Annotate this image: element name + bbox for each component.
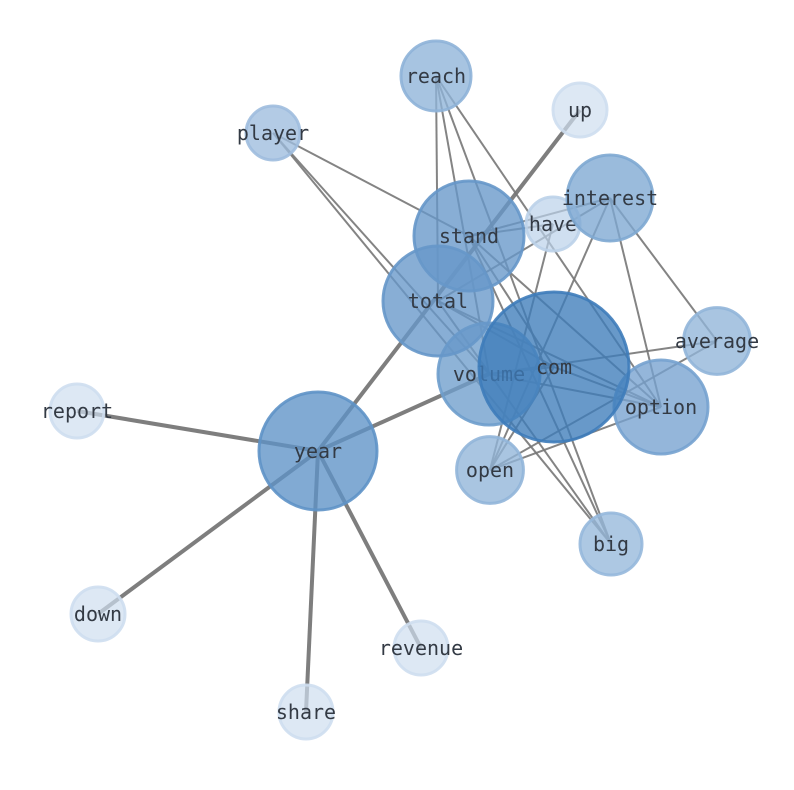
node-have[interactable]: have [524, 195, 582, 253]
node-label-up: up [568, 98, 592, 122]
node-label-player: player [237, 121, 309, 145]
node-circle-big[interactable] [578, 511, 644, 577]
node-label-average: average [675, 329, 759, 353]
node-label-option: option [625, 395, 697, 419]
node-label-reach: reach [406, 64, 466, 88]
node-label-year: year [294, 439, 342, 463]
node-circle-year[interactable] [257, 390, 379, 512]
node-reach[interactable]: reach [399, 39, 473, 113]
node-label-interest: interest [562, 186, 658, 210]
node-label-share: share [276, 700, 336, 724]
node-up[interactable]: up [551, 81, 609, 139]
node-label-report: report [41, 399, 113, 423]
node-down[interactable]: down [69, 585, 127, 643]
node-interest[interactable]: interest [562, 153, 658, 243]
node-com[interactable]: com [477, 290, 631, 444]
node-circle-open[interactable] [455, 435, 525, 505]
node-total[interactable]: total [381, 244, 495, 358]
node-label-stand: stand [439, 224, 499, 248]
node-label-down: down [74, 602, 122, 626]
node-share[interactable]: share [276, 683, 336, 741]
node-open[interactable]: open [455, 435, 525, 505]
node-circle-com[interactable] [477, 290, 631, 444]
node-circle-player[interactable] [244, 104, 302, 162]
node-layer: up report down revenue share have player big ave… [41, 39, 759, 741]
node-circle-total[interactable] [381, 244, 495, 358]
node-average[interactable]: average [675, 306, 759, 376]
node-label-revenue: revenue [379, 636, 463, 660]
node-circle-interest[interactable] [565, 153, 655, 243]
node-circle-up[interactable] [551, 81, 609, 139]
node-circle-down[interactable] [69, 585, 127, 643]
node-year[interactable]: year [257, 390, 379, 512]
node-label-big: big [593, 532, 629, 556]
node-revenue[interactable]: revenue [379, 619, 463, 677]
node-label-total: total [408, 289, 468, 313]
node-report[interactable]: report [41, 382, 113, 440]
node-label-have: have [529, 212, 577, 236]
node-player[interactable]: player [237, 104, 309, 162]
node-circle-revenue[interactable] [392, 619, 450, 677]
node-circle-report[interactable] [48, 382, 106, 440]
node-big[interactable]: big [578, 511, 644, 577]
node-label-open: open [466, 458, 514, 482]
node-circle-average[interactable] [682, 306, 752, 376]
node-circle-share[interactable] [277, 683, 335, 741]
node-label-com: com [536, 355, 572, 379]
node-circle-reach[interactable] [399, 39, 473, 113]
